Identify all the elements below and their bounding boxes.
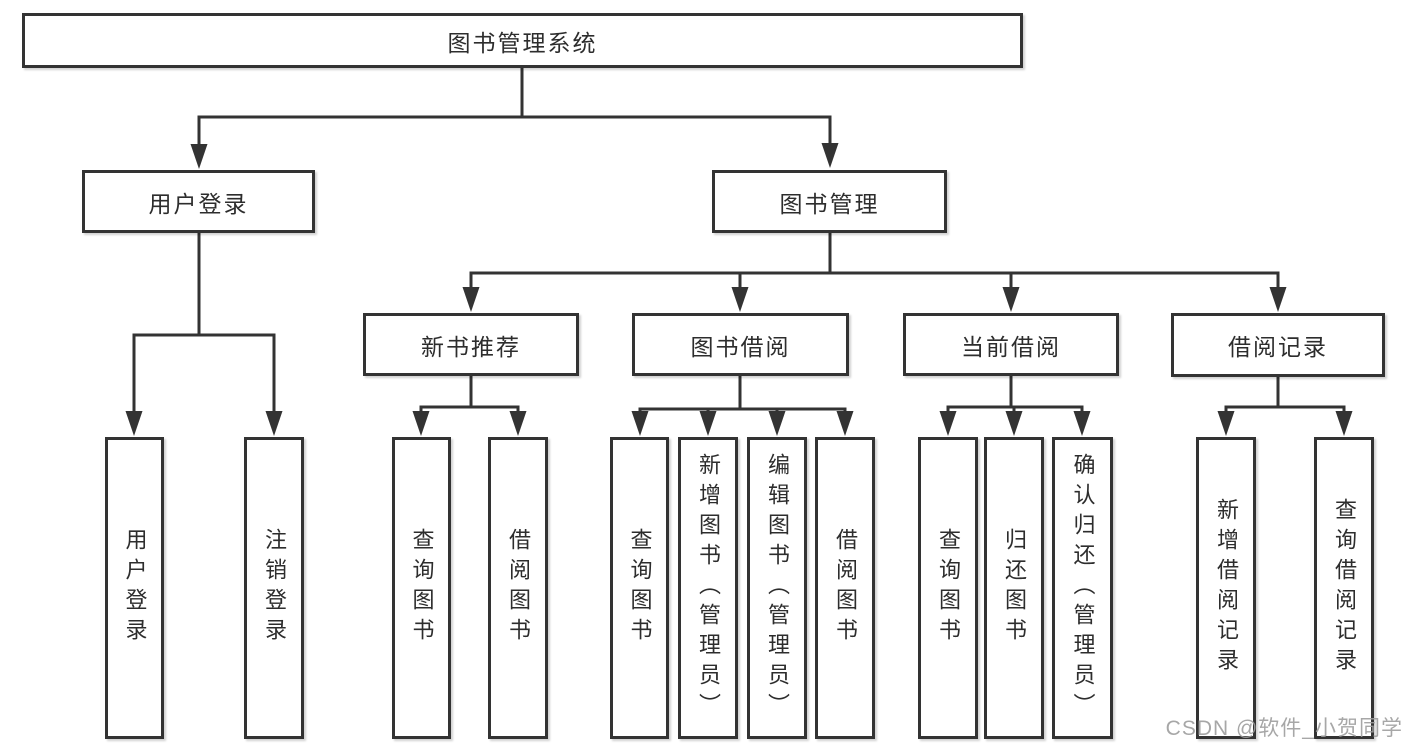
leaf-add-book-admin: 新增图书（管理员） xyxy=(678,437,738,739)
leaf-edit-book-admin: 编辑图书（管理员） xyxy=(747,437,807,739)
leaf-query-books-current: 查询图书 xyxy=(918,437,978,739)
watermark: CSDN @软件_小贺同学 xyxy=(1165,717,1403,740)
leaf-confirm-return-admin: 确认归还（管理员） xyxy=(1052,437,1113,739)
leaf-user-login: 用户登录 xyxy=(105,437,164,739)
leaf-return-books: 归还图书 xyxy=(984,437,1044,739)
leaf-add-borrow-record: 新增借阅记录 xyxy=(1196,437,1256,739)
leaf-logout: 注销登录 xyxy=(244,437,304,739)
leaf-borrow-books-recommend: 借阅图书 xyxy=(488,437,548,739)
node-user-login: 用户登录 xyxy=(82,170,315,233)
leaf-query-borrow-record: 查询借阅记录 xyxy=(1314,437,1374,739)
leaf-query-books-borrowing: 查询图书 xyxy=(610,437,669,739)
node-new-book-recommendation: 新书推荐 xyxy=(363,313,579,376)
node-borrowing-records: 借阅记录 xyxy=(1171,313,1385,377)
node-current-borrowing: 当前借阅 xyxy=(903,313,1119,376)
node-book-management: 图书管理 xyxy=(712,170,947,233)
leaf-query-books-recommend: 查询图书 xyxy=(392,437,451,739)
node-book-borrowing: 图书借阅 xyxy=(632,313,849,376)
node-library-system: 图书管理系统 xyxy=(22,13,1023,68)
leaf-borrow-books-borrowing: 借阅图书 xyxy=(815,437,875,739)
arrowheads xyxy=(125,143,1353,436)
